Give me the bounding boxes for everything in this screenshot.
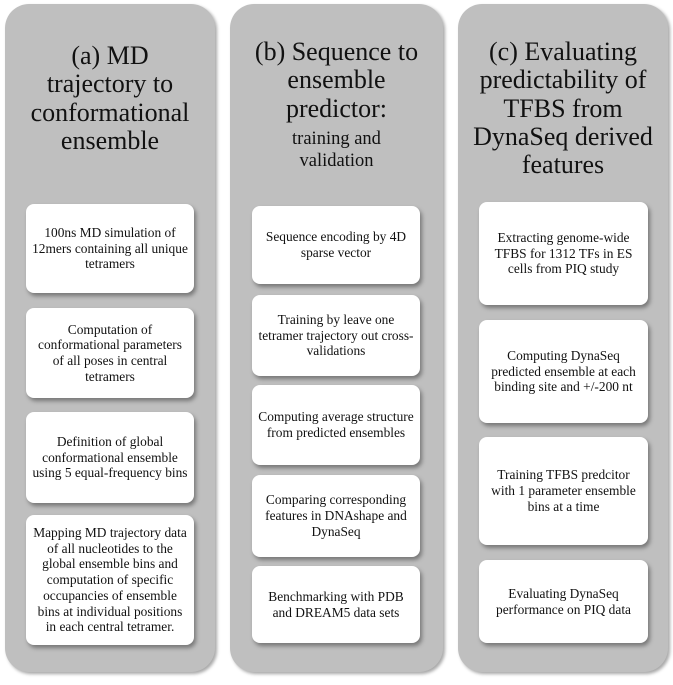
column-md-trajectory: (a) MD trajectory to conformational ense…	[5, 4, 215, 672]
step-card: Sequence encoding by 4D sparse vector	[252, 206, 420, 284]
column-c-title: (c) Evaluating predictability of TFBS fr…	[458, 37, 668, 180]
step-card: Comparing corresponding features in DNAs…	[252, 475, 420, 557]
column-sequence-predictor: (b) Sequence to ensemble predictor: trai…	[230, 4, 443, 672]
step-card: Training by leave one tetramer trajector…	[252, 295, 420, 376]
column-a-title: (a) MD trajectory to conformational ense…	[5, 41, 215, 155]
step-card: Extracting genome-wide TFBS for 1312 TFs…	[479, 202, 648, 305]
column-b-subtitle: training and validation	[230, 128, 443, 172]
title-line: (a) MD	[71, 41, 149, 70]
step-card: Computation of conformational parameters…	[26, 308, 194, 398]
title-line: TFBS from	[503, 93, 623, 123]
title-line: conformational	[30, 97, 190, 127]
title-line: predictability of	[479, 65, 647, 95]
step-card: Training TFBS predcitor with 1 parameter…	[479, 437, 648, 545]
step-card: Benchmarking with PDB and DREAM5 data se…	[252, 566, 420, 643]
title-line: DynaSeq derived	[473, 121, 653, 151]
step-card: 100ns MD simulation of 12mers containing…	[26, 204, 194, 293]
step-card: Definition of global conformational ense…	[26, 412, 194, 503]
column-b-title: (b) Sequence to ensemble predictor:	[230, 37, 443, 123]
step-card: Computing DynaSeq predicted ensemble at …	[479, 320, 648, 423]
title-line: (b) Sequence to	[254, 37, 419, 66]
title-line: features	[521, 150, 605, 180]
subtitle-line: validation	[299, 151, 374, 172]
title-line: trajectory to	[46, 69, 174, 99]
title-line: ensemble	[287, 65, 386, 95]
title-line: predictor:	[285, 93, 388, 123]
title-line: ensemble	[60, 125, 160, 155]
step-card: Mapping MD trajectory data of all nucleo…	[26, 515, 194, 645]
step-card: Evaluating DynaSeq performance on PIQ da…	[479, 560, 648, 643]
column-tfbs-evaluation: (c) Evaluating predictability of TFBS fr…	[458, 4, 668, 672]
subtitle-line: training and	[292, 129, 381, 149]
step-card: Computing average structure from predict…	[252, 385, 420, 465]
title-line: (c) Evaluating	[489, 37, 637, 66]
